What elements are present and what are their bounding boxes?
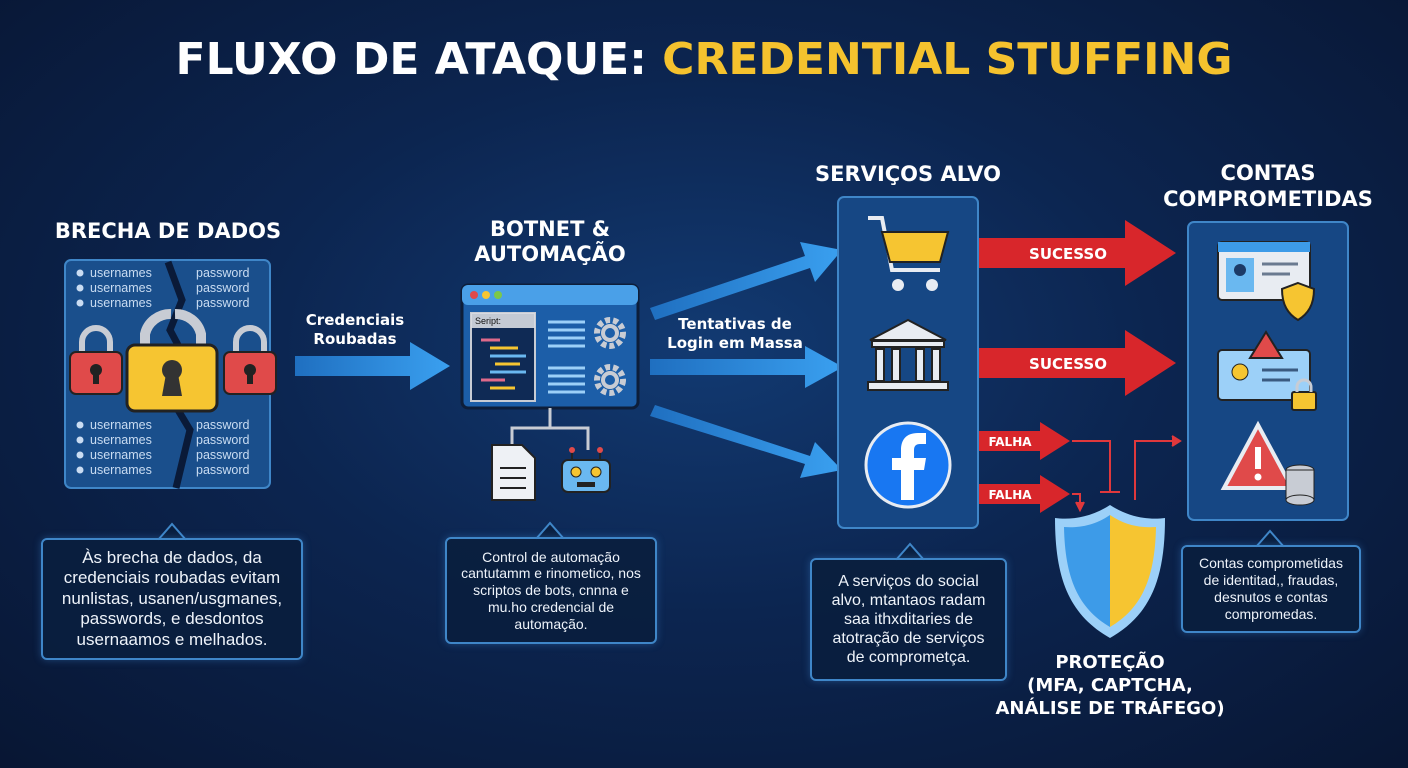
list-username: usernames xyxy=(90,433,152,447)
user-icon xyxy=(76,451,84,459)
bank-icon xyxy=(867,318,949,391)
svg-text:FALHA: FALHA xyxy=(988,435,1032,449)
accounts-description: Contas comprometidas de identitad,, frau… xyxy=(1181,545,1361,633)
protection-label: PROTEÇÃO(MFA, CAPTCHA,ANÁLISE DE TRÁFEGO… xyxy=(995,650,1224,719)
padlock-icon-right xyxy=(223,325,277,395)
script-window-icon: Seript: xyxy=(460,283,640,410)
arrow-to-bank xyxy=(650,346,843,388)
list-password: password xyxy=(196,296,250,310)
id-card-shield-icon xyxy=(1217,241,1316,322)
list-username: usernames xyxy=(90,448,152,462)
fail-arrow-2: FALHA xyxy=(979,475,1070,513)
svg-text:SUCESSO: SUCESSO xyxy=(1029,245,1107,263)
list-username: usernames xyxy=(90,281,152,295)
breach-description: Às brecha de dados, da credenciais rouba… xyxy=(41,538,303,660)
credential-list-rows: usernames password usernames password userna… xyxy=(76,266,250,477)
document-icon xyxy=(491,444,536,501)
services-title: SERVIÇOS ALVO xyxy=(815,162,1001,186)
svg-text:FALHA: FALHA xyxy=(988,488,1032,502)
callout-notches xyxy=(157,521,1285,561)
user-icon xyxy=(76,299,84,307)
warning-database-icon xyxy=(1220,420,1315,506)
breach-title: BRECHA DE DADOS xyxy=(55,219,281,243)
list-password: password xyxy=(196,266,250,280)
list-username: usernames xyxy=(90,266,152,280)
user-icon xyxy=(76,269,84,277)
blocked-connector-lines xyxy=(1072,435,1182,513)
id-card-warning-lock-icon xyxy=(1217,330,1317,411)
list-password: password xyxy=(196,433,250,447)
shopping-cart-icon xyxy=(868,216,950,291)
list-password: password xyxy=(196,463,250,477)
user-icon xyxy=(76,436,84,444)
list-username: usernames xyxy=(90,463,152,477)
page-title: FLUXO DE ATAQUE: CREDENTIAL STUFFING xyxy=(176,34,1233,85)
script-label: Seript: xyxy=(475,316,501,326)
arrow-to-social xyxy=(650,405,842,478)
list-password: password xyxy=(196,281,250,295)
svg-text:SUCESSO: SUCESSO xyxy=(1029,355,1107,373)
list-password: password xyxy=(196,448,250,462)
botnet-description: Control de automação cantutamm e rinomet… xyxy=(445,537,657,644)
services-description: A serviços do social alvo, mtantaos rada… xyxy=(810,558,1007,681)
user-icon xyxy=(76,466,84,474)
botnet-title: BOTNET &AUTOMAÇÃO xyxy=(474,217,626,266)
connector-lines xyxy=(510,408,590,450)
arrow-to-ecommerce xyxy=(650,242,842,320)
success-arrow-2: SUCESSO xyxy=(979,330,1176,396)
user-icon xyxy=(76,421,84,429)
user-icon xyxy=(76,284,84,292)
list-username: usernames xyxy=(90,296,152,310)
success-arrow-1: SUCESSO xyxy=(979,220,1176,286)
padlock-icon-left xyxy=(69,325,123,395)
arrow-to-botnet xyxy=(295,342,450,390)
broken-padlock-icon xyxy=(125,309,219,413)
robot-icon xyxy=(561,447,611,493)
facebook-icon xyxy=(864,421,952,509)
list-username: usernames xyxy=(90,418,152,432)
protection-shield-icon xyxy=(1055,505,1165,638)
list-password: password xyxy=(196,418,250,432)
fail-arrow-1: FALHA xyxy=(979,422,1070,460)
